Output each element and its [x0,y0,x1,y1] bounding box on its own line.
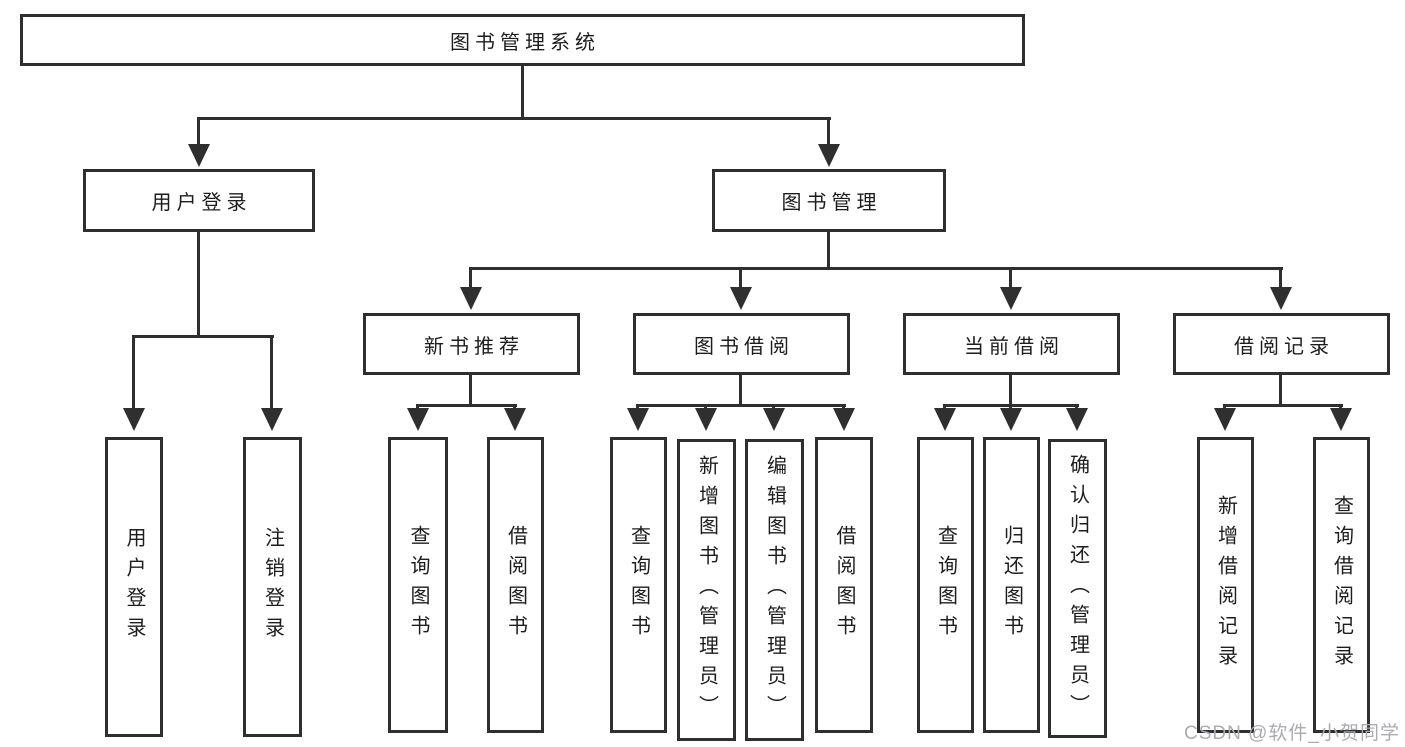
leaf-label: 查询图书 [407,525,429,645]
leaf-label: 借阅图书 [833,525,855,645]
node-book-borrow: 图书借阅 [633,313,850,375]
connector-drop-leaf [513,404,516,410]
csdn-watermark: CSDN @软件_小贺同学 [1184,723,1400,744]
connector-drop-leaf [772,404,775,410]
node-label: 用户登录 [151,192,252,214]
arrow-down-icon [188,144,210,167]
connector-current-borrow-stem [1009,375,1012,406]
connector-drop-leaf [132,335,135,410]
arrow-down-icon [460,287,482,310]
connector-drop-leaf [943,404,946,410]
connector-drop-leaf [270,335,273,410]
arrow-down-icon [730,287,752,310]
leaf-query-books-current: 查询图书 [917,437,974,733]
leaf-label: 查询图书 [934,525,957,645]
arrow-down-icon [1000,408,1022,431]
node-new-book-recommend: 新书推荐 [363,313,580,375]
connector-drop-leaf [1075,404,1078,410]
arrow-down-icon [1066,408,1088,431]
leaf-return-books: 归还图书 [983,437,1040,733]
connector-book-borrow-stem [739,375,742,406]
connector-borrow-records-crossbar [1223,404,1343,407]
connector-drop-leaf [1009,404,1012,410]
arrow-down-icon [695,408,717,431]
arrow-down-icon [407,408,429,431]
connector-drop-leaf [1223,404,1226,410]
leaf-label: 编辑图书（管理员） [763,455,786,725]
arrow-down-icon [123,408,145,431]
leaf-edit-books-admin: 编辑图书（管理员） [745,439,804,741]
node-label: 图书管理 [781,192,882,214]
leaf-borrow-books-recommend: 借阅图书 [487,437,544,733]
leaf-logout: 注销登录 [243,437,302,737]
arrow-down-icon [627,408,649,431]
node-label: 新书推荐 [424,335,524,358]
connector-root-crossbar [197,117,831,120]
leaf-label: 确认归还（管理员） [1066,453,1089,724]
connector-drop-user-login [197,117,200,146]
arrow-down-icon [1214,408,1236,431]
connector-book-management-crossbar [469,267,1283,270]
arrow-down-icon [1330,408,1352,431]
leaf-label: 查询借阅记录 [1330,495,1353,675]
leaf-add-borrow-record: 新增借阅记录 [1197,437,1254,733]
arrow-down-icon [763,408,785,431]
connector-new-book-crossbar [416,404,517,407]
leaf-user-login: 用户登录 [105,437,163,737]
node-label: 图书管理系统 [450,31,600,54]
leaf-add-books-admin: 新增图书（管理员） [677,439,736,741]
arrow-down-icon [934,408,956,431]
connector-borrow-records-stem [1279,375,1282,406]
connector-drop-book-borrow [739,267,742,287]
arrow-down-icon [1000,287,1022,310]
connector-drop-leaf [704,404,707,410]
leaf-label: 注销登录 [261,527,284,647]
arrow-down-icon [1270,287,1292,310]
connector-new-book-stem [469,375,472,406]
arrow-down-icon [504,408,526,431]
connector-user-login-crossbar [132,335,274,338]
connector-user-login-stem [197,232,200,337]
leaf-query-books-borrow: 查询图书 [610,437,667,733]
leaf-label: 新增图书（管理员） [695,455,718,725]
leaf-query-borrow-record: 查询借阅记录 [1313,437,1370,733]
arrow-down-icon [833,408,855,431]
node-book-management: 图书管理 [712,169,946,232]
arrow-down-icon [818,144,840,167]
connector-drop-leaf [636,404,639,410]
connector-drop-leaf [1339,404,1342,410]
connector-drop-leaf [416,404,419,410]
connector-drop-book-management [827,117,830,146]
node-library-management-system: 图书管理系统 [20,14,1025,66]
connector-book-borrow-crossbar [636,404,846,407]
leaf-label: 用户登录 [123,527,145,647]
connector-root-stem [521,66,524,118]
leaf-label: 新增借阅记录 [1214,495,1237,675]
connector-drop-current-borrow [1009,267,1012,287]
leaf-borrow-books: 借阅图书 [815,437,873,733]
connector-drop-borrow-records [1279,267,1282,287]
arrow-down-icon [261,408,283,431]
leaf-label: 借阅图书 [504,525,527,645]
connector-book-management-stem [827,232,830,269]
connector-drop-leaf [842,404,845,410]
node-user-login: 用户登录 [83,169,315,232]
leaf-confirm-return-admin: 确认归还（管理员） [1048,439,1107,738]
node-current-borrow: 当前借阅 [903,313,1120,375]
node-label: 借阅记录 [1234,335,1334,358]
node-borrow-records: 借阅记录 [1173,313,1390,375]
leaf-query-books-recommend: 查询图书 [388,437,448,733]
leaf-label: 查询图书 [627,525,650,645]
node-label: 当前借阅 [964,335,1064,358]
node-label: 图书借阅 [694,335,794,358]
leaf-label: 归还图书 [1000,525,1023,645]
connector-drop-new-book [469,267,472,287]
